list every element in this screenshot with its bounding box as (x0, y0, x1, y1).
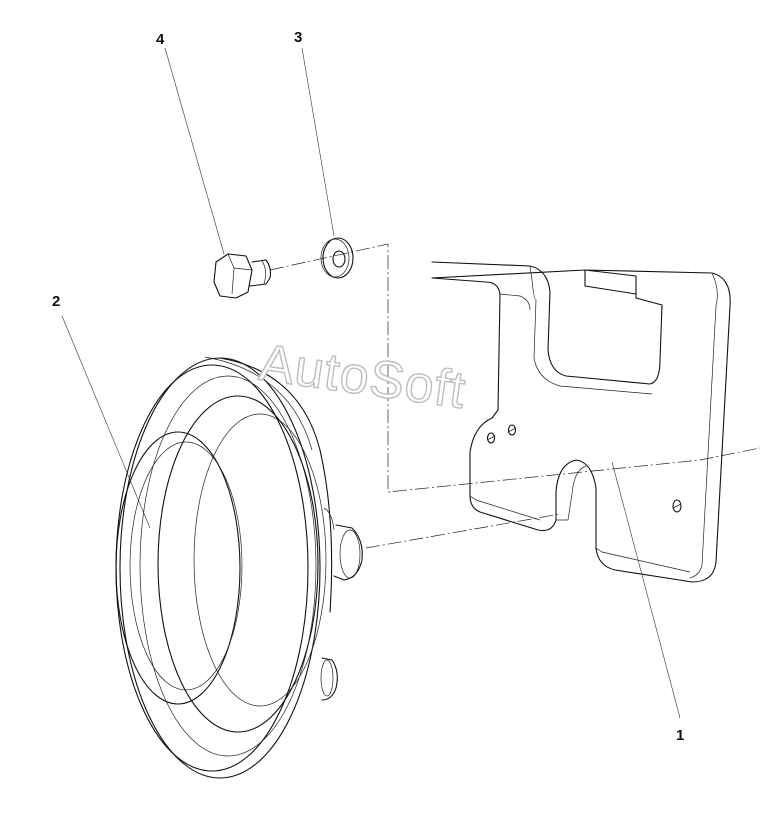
horn (115, 356, 363, 779)
leader-line-1 (611, 461, 681, 719)
leader-line-4 (164, 47, 225, 255)
bracket-hole (672, 499, 682, 513)
callout-3: 3 (294, 29, 302, 46)
leader-line-3 (301, 47, 335, 237)
horn-stud (321, 657, 338, 701)
watermark: AutoSoft (256, 334, 470, 420)
bracket-hole (486, 432, 496, 444)
callout-4: 4 (156, 31, 165, 48)
bolt (213, 253, 272, 299)
leader-line-2 (61, 315, 151, 529)
bracket-hole (507, 424, 517, 436)
horn-terminal (333, 524, 363, 581)
callout-1: 1 (676, 727, 684, 744)
horn-cover (115, 431, 241, 705)
assembly-axis-horn (365, 513, 561, 549)
mounting-bracket (431, 261, 731, 583)
callout-2: 2 (52, 293, 60, 310)
washer (320, 237, 354, 279)
